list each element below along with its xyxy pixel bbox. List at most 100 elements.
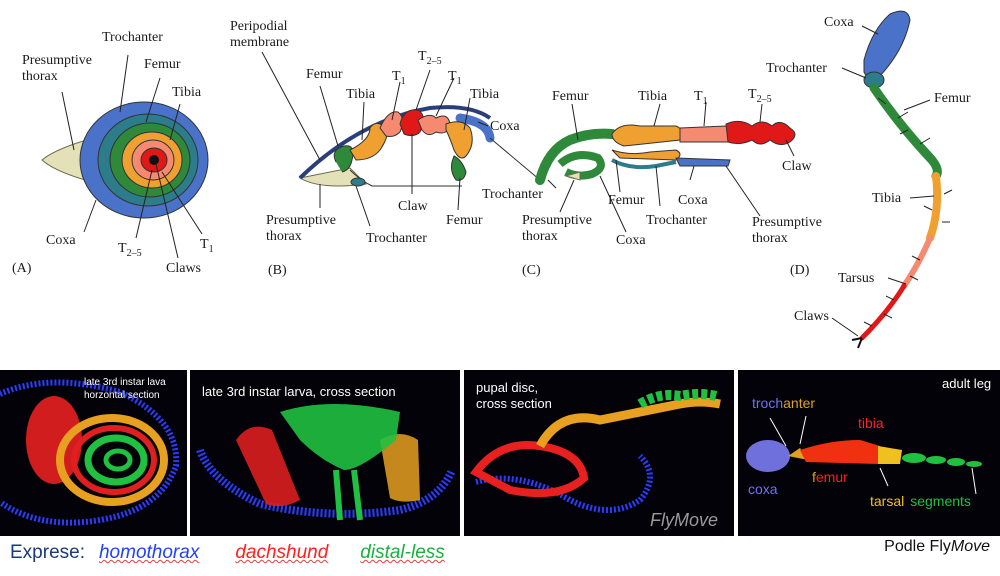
b-t1-right <box>417 114 451 136</box>
label-b-t1: T1 <box>392 69 406 87</box>
d-tarsus-distal <box>859 283 907 341</box>
label-b-t25: T2–5 <box>418 49 442 67</box>
d-femur <box>869 83 942 181</box>
photo1-dachshund-region <box>26 396 82 484</box>
source-credit: Podle FlyMove <box>884 538 990 555</box>
d-bristles <box>863 97 953 327</box>
b-trochanter <box>350 177 366 187</box>
label-c-claw: Claw <box>782 159 812 174</box>
label-c-t1: T1 <box>694 89 708 107</box>
photo3-distal-less-region <box>637 389 718 409</box>
photo1-homothorax-band <box>0 379 180 526</box>
photo2-distal-less-region <box>280 404 400 470</box>
d-tibia <box>926 172 942 242</box>
label-b-coxa: Coxa <box>490 119 520 134</box>
label-a-trochanter: Trochanter <box>102 30 163 45</box>
panel-letter-b: (B) <box>268 263 287 278</box>
label-c-t25: T2–5 <box>748 87 772 105</box>
photo-pupal-disc: pupal disc,cross section FlyMove <box>464 370 734 536</box>
label-a-coxa: Coxa <box>46 233 76 248</box>
label-d-tibia: Tibia <box>872 191 902 206</box>
photo3-caption: pupal disc,cross section <box>476 380 552 411</box>
legend-prefix: Exprese: <box>10 542 85 563</box>
photo4-tibia-shape <box>878 446 902 464</box>
label-a-t25: T2–5 <box>118 241 142 259</box>
d-coxa <box>863 10 911 79</box>
photo4-caption: adult leg <box>942 376 991 391</box>
photo4-label-tibia: tibia <box>858 415 884 431</box>
panel-letter-d: (D) <box>790 263 810 278</box>
photo2-caption: late 3rd instar larva, cross section <box>202 384 396 399</box>
label-c-coxa-bottom: Coxa <box>678 193 708 208</box>
photo3-watermark: FlyMove <box>650 510 718 530</box>
photo4-label-coxa: coxa <box>748 481 778 497</box>
label-d-tarsus: Tarsus <box>838 271 874 286</box>
label-a-femur: Femur <box>144 57 181 72</box>
c-tibia-lower <box>611 149 681 161</box>
label-c-coxa-left: Coxa <box>616 233 646 248</box>
b-presumptive-thorax <box>298 167 368 187</box>
label-c-tibia: Tibia <box>638 89 668 104</box>
label-c-trochanter-bottom: Trochanter <box>646 213 707 228</box>
legend-distal-less: distal-less <box>360 542 445 563</box>
c-tibia <box>611 124 683 147</box>
photo1-distal-less-ring <box>84 434 148 486</box>
label-b-claw: Claw <box>398 199 428 214</box>
legend-dachshund: dachshund <box>235 542 329 563</box>
d-claws <box>851 337 863 349</box>
b-femur-right <box>451 155 467 181</box>
c-presumptive-thorax <box>564 171 581 181</box>
label-c-femur-bottom: Femur <box>608 193 645 208</box>
c-trochanter <box>611 158 677 170</box>
label-b-t1b: T1 <box>448 69 462 87</box>
d-tarsus-proximal <box>901 235 933 289</box>
photo4-label-femur: femur <box>812 469 848 485</box>
photo4-coxa-shape <box>746 440 790 472</box>
label-d-claws: Claws <box>794 309 829 324</box>
photo2-homothorax-band <box>196 448 456 518</box>
label-b-trochanter: Trochanter <box>366 231 427 246</box>
panel-letter-c: (C) <box>522 263 541 278</box>
label-a-tibia: Tibia <box>172 85 202 100</box>
photo2-dachshund-left <box>236 426 300 507</box>
label-a-t1: T1 <box>200 237 214 255</box>
label-c-trochanter-left: Trochanter <box>482 187 543 202</box>
label-b-tibia-top: Tibia <box>346 87 376 102</box>
b-coxa <box>455 113 495 143</box>
photo4-label-trochanter: trochanter <box>752 395 815 411</box>
label-b-tibia-right: Tibia <box>470 87 500 102</box>
c-t25-claw <box>725 120 796 146</box>
label-a-claws: Claws <box>166 261 201 276</box>
panel-d-adult-leg: Coxa Trochanter Femur Tibia Tarsus Claws… <box>766 10 971 349</box>
label-d-coxa: Coxa <box>824 15 854 30</box>
photo4-tarsal-segments <box>902 453 982 467</box>
claws-center <box>149 155 159 165</box>
photo-adult-leg-scheme: adult leg trochanter tibia coxa femur ta… <box>738 370 1000 536</box>
c-femur-upper <box>535 128 617 185</box>
label-b-femur-bottom: Femur <box>446 213 483 228</box>
panel-c-pupal-leg: Femur Tibia T1 T2–5 Claw Trochanter Femu… <box>482 87 822 278</box>
photo4-femur-shape <box>800 440 880 464</box>
label-c-femur-top: Femur <box>552 89 589 104</box>
panel-a-leaders <box>61 54 203 259</box>
b-t1-left <box>379 111 404 137</box>
label-b-femur-top: Femur <box>306 67 343 82</box>
label-d-trochanter: Trochanter <box>766 61 827 76</box>
label-d-femur: Femur <box>934 91 971 106</box>
b-tibia-right <box>445 121 473 159</box>
photo3-dachshund-region <box>469 441 589 498</box>
photo-late-3rd-instar-cross: late 3rd instar larva, cross section <box>190 370 460 536</box>
